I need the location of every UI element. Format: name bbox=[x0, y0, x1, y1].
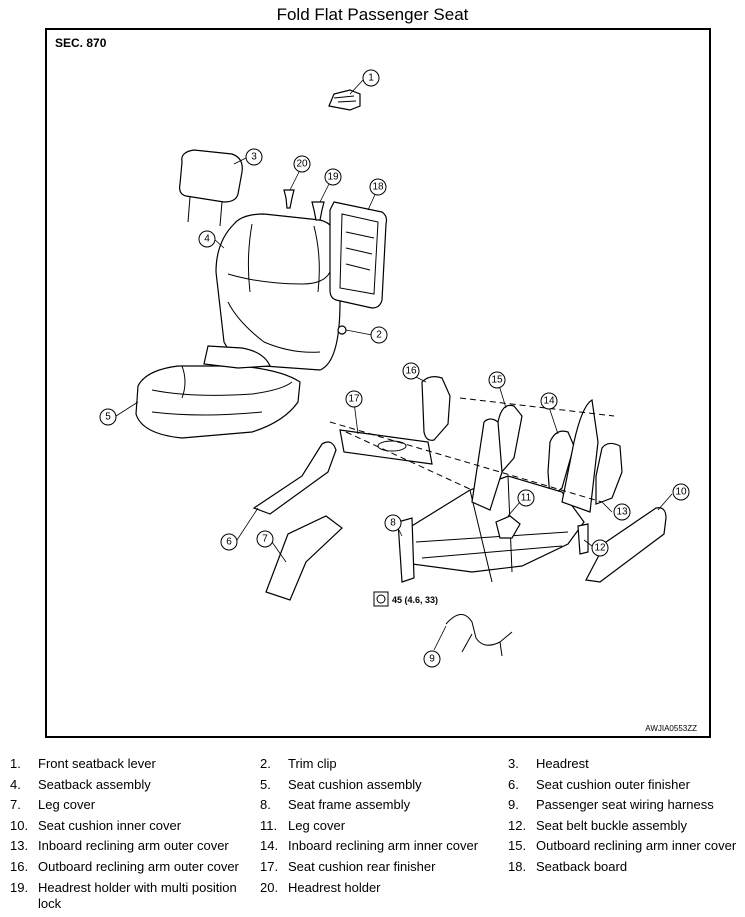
svg-text:6: 6 bbox=[226, 537, 232, 548]
outboard-reclining-arm-outer-cover bbox=[421, 376, 451, 441]
seat-cushion-rear-finisher bbox=[339, 429, 433, 465]
callout-14: 14 bbox=[540, 392, 558, 410]
svg-text:19: 19 bbox=[327, 172, 339, 183]
callout-1: 1 bbox=[362, 69, 380, 87]
svg-text:4: 4 bbox=[204, 234, 210, 245]
svg-text:13: 13 bbox=[616, 507, 628, 518]
svg-text:1: 1 bbox=[368, 73, 374, 84]
diagram-frame: SEC. 870 bbox=[45, 28, 711, 738]
svg-text:18: 18 bbox=[372, 182, 384, 193]
svg-text:20: 20 bbox=[296, 159, 308, 170]
callout-2: 2 bbox=[370, 326, 388, 344]
callout-20: 20 bbox=[293, 155, 311, 173]
callout-6: 6 bbox=[220, 533, 238, 551]
section-label: SEC. 870 bbox=[55, 36, 107, 50]
image-code: AWJIA0553ZZ bbox=[645, 724, 697, 733]
leg-cover-inner bbox=[495, 515, 521, 539]
callout-5: 5 bbox=[99, 408, 117, 426]
svg-text:15: 15 bbox=[491, 375, 503, 386]
callout-16: 16 bbox=[402, 362, 420, 380]
inboard-reclining-arm-outer-cover bbox=[595, 442, 623, 505]
seatback-assembly bbox=[215, 213, 341, 371]
headrest-holder bbox=[283, 189, 295, 209]
torque-spec-text: 45 (4.6, 33) bbox=[392, 595, 438, 605]
svg-text:5: 5 bbox=[105, 412, 111, 423]
svg-text:8: 8 bbox=[390, 518, 396, 529]
seat-cushion-assembly bbox=[135, 365, 301, 439]
headrest-holder-multi-lock bbox=[311, 201, 325, 221]
callout-10: 10 bbox=[672, 483, 690, 501]
svg-text:17: 17 bbox=[348, 394, 360, 405]
trim-clip bbox=[337, 325, 347, 335]
leg-cover-outer bbox=[265, 515, 343, 601]
callout-3: 3 bbox=[245, 148, 263, 166]
torque-spec bbox=[373, 591, 389, 607]
callout-17: 17 bbox=[345, 390, 363, 408]
svg-text:3: 3 bbox=[251, 152, 257, 163]
outboard-reclining-arm-inner-cover bbox=[495, 404, 523, 476]
exploded-seat-diagram: 45 (4.6, 33) 1 2 3 4 5 6 7 8 bbox=[99, 69, 690, 668]
seat-frame-assembly bbox=[397, 399, 599, 583]
svg-text:11: 11 bbox=[521, 493, 532, 504]
callout-4: 4 bbox=[198, 230, 216, 248]
callout-11: 11 bbox=[517, 489, 535, 507]
svg-text:16: 16 bbox=[405, 366, 417, 377]
callout-12: 12 bbox=[591, 539, 609, 557]
seat-cushion-inner-cover bbox=[585, 507, 667, 583]
seat-belt-buckle bbox=[577, 523, 589, 555]
seatback-board bbox=[329, 201, 388, 309]
svg-text:12: 12 bbox=[594, 543, 606, 554]
svg-text:10: 10 bbox=[675, 487, 687, 498]
callout-13: 13 bbox=[613, 503, 631, 521]
callout-19: 19 bbox=[324, 168, 342, 186]
callout-7: 7 bbox=[256, 530, 274, 548]
callouts: 1 2 3 4 5 6 7 8 9 10 11 12 13 14 15 16 1… bbox=[99, 69, 690, 668]
headrest bbox=[179, 149, 243, 203]
svg-text:14: 14 bbox=[543, 396, 555, 407]
passenger-seat-wiring-harness bbox=[445, 614, 513, 657]
diagram-title: Fold Flat Passenger Seat bbox=[276, 5, 469, 24]
svg-text:2: 2 bbox=[376, 330, 382, 341]
svg-text:7: 7 bbox=[262, 534, 268, 545]
callout-8: 8 bbox=[384, 514, 402, 532]
svg-text:9: 9 bbox=[429, 654, 435, 665]
callout-15: 15 bbox=[488, 371, 506, 389]
front-seatback-lever bbox=[328, 89, 361, 111]
callout-9: 9 bbox=[423, 650, 441, 668]
seat-cushion-outer-finisher bbox=[252, 441, 337, 515]
callout-18: 18 bbox=[369, 178, 387, 196]
